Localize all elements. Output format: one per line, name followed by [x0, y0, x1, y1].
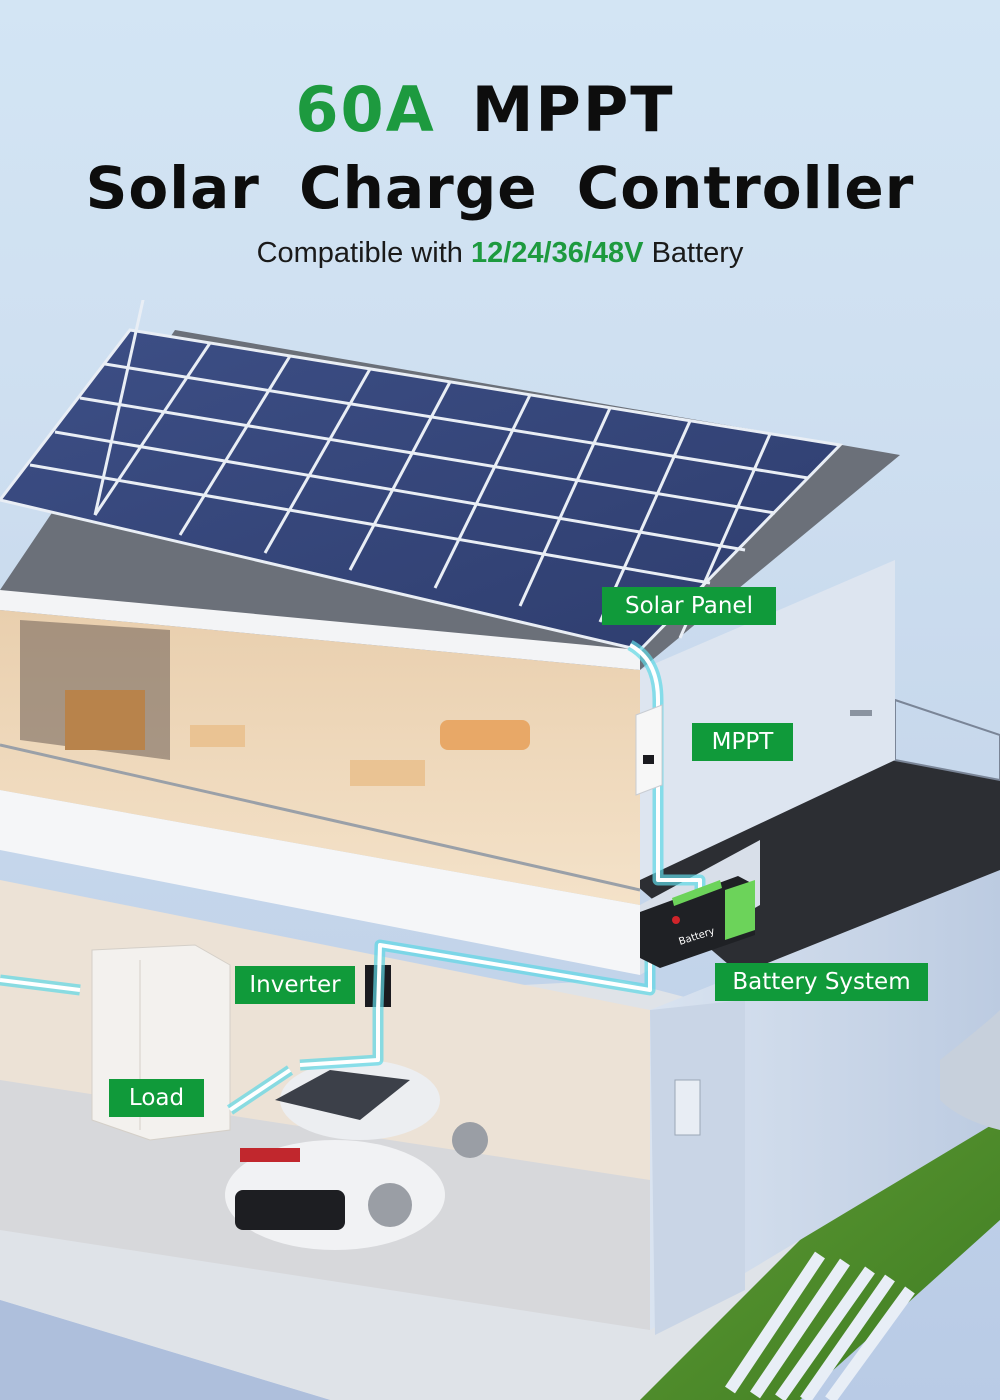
solar-panel-label: Solar Panel — [602, 587, 776, 625]
battery-voltages: 12/24/36/48V — [470, 237, 644, 269]
house-illustration: Battery Solar Panel MPPT Battery System … — [0, 300, 1000, 1400]
battery-unit: Battery — [640, 876, 755, 968]
compatibility-line: Compatible with 12/24/36/48V Battery — [0, 232, 1000, 274]
current-rating: 60A — [295, 73, 436, 146]
battery-system-label: Battery System — [715, 963, 928, 1001]
load-label: Load — [109, 1079, 204, 1117]
house-scene-graphic: Battery — [0, 300, 1000, 1400]
compat-suffix: Battery — [651, 237, 744, 269]
car — [225, 1060, 488, 1250]
mppt-device — [635, 704, 663, 796]
inverter-label: Inverter — [235, 966, 355, 1004]
headline-line-1: 60A MPPT — [0, 72, 1000, 148]
product-title: Solar Charge Controller — [85, 154, 915, 222]
headline: 60A MPPT — [0, 72, 1000, 148]
compat-prefix: Compatible with — [256, 237, 463, 269]
mppt-label: MPPT — [692, 723, 793, 761]
controller-type: MPPT — [471, 73, 675, 146]
